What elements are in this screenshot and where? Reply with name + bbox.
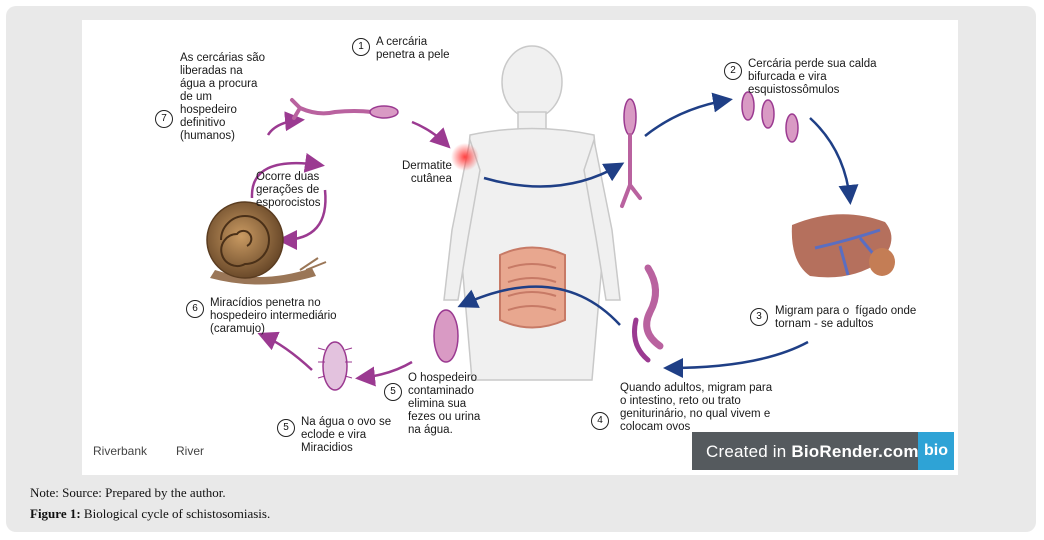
step-5a-text: O hospedeiro contaminado elimina sua fez… (408, 372, 481, 436)
egg-icon (433, 309, 459, 363)
arrow-to-schistosomula (644, 92, 733, 137)
arrow-to-excretion (457, 285, 621, 326)
biorender-logo: bio (918, 432, 954, 470)
skin-irritation-icon (451, 143, 479, 171)
caption-figure: Figure 1: Biological cycle of schistosom… (30, 506, 270, 522)
arrow-sporocyst-top (250, 152, 325, 199)
step-3-text: Migram para o fígado onde tornam - se ad… (775, 305, 917, 330)
arrow-penetration (483, 162, 625, 188)
figure-label: Figure 1: (30, 506, 81, 521)
cercaria-icon (290, 98, 374, 120)
sporocyst-label: Ocorre duas gerações de esporocistos (256, 171, 321, 209)
adult-worm-2-icon (632, 317, 651, 363)
step-5b-text: Na água o ovo se eclode e vira Miracidio… (301, 416, 392, 454)
cercaria-vertical-icon (620, 98, 642, 208)
step-3-number: 3 (750, 308, 768, 326)
figure-title: Biological cycle of schistosomiasis. (80, 506, 271, 521)
step-4-number: 4 (591, 412, 609, 430)
human-body (443, 45, 621, 381)
badge-text: Created in BioRender.com (706, 442, 919, 462)
biorender-badge: Created in BioRender.com bio (692, 432, 954, 470)
miracidium-icon (317, 341, 353, 391)
step-1-number: 1 (352, 38, 370, 56)
legend-river: River (176, 444, 205, 458)
snail-icon (206, 201, 327, 285)
adult-worm-icon (643, 264, 664, 350)
step-2-number: 2 (724, 62, 742, 80)
step-2-text: Cercária perde sua calda bifurcada e vir… (748, 58, 877, 96)
badge-created: Created in (706, 442, 792, 461)
step-5a-number: 5 (384, 383, 402, 401)
arrow-to-liver (809, 117, 859, 205)
cercaria-head-icon (369, 105, 399, 119)
step-7-number: 7 (155, 110, 173, 128)
arrow-miracidium-to-snail (257, 331, 313, 371)
step-5b-number: 5 (277, 419, 295, 437)
step-7-text: As cercárias são liberadas na água a pro… (180, 52, 266, 142)
step-6-text: Miracídios penetra no hospedeiro interme… (210, 297, 337, 335)
step-4-text: Quando adultos, migram para o intestino,… (620, 382, 773, 433)
arrow-to-adults (663, 340, 809, 378)
badge-brand: BioRender.com (791, 442, 919, 461)
dermatitis-label: Dermatite cutânea (402, 160, 452, 185)
arrow-snail-to-cercaria (266, 111, 305, 136)
step-6-number: 6 (186, 300, 204, 318)
caption-note: Note: Source: Prepared by the author. (30, 485, 226, 500)
liver-icon (791, 214, 895, 278)
arrow-cercaria-to-skin (411, 120, 451, 149)
step-1-text: A cercária penetra a pele (376, 36, 450, 61)
arrow-egg-to-water (355, 360, 413, 387)
legend-riverbank: Riverbank (93, 444, 148, 458)
arrow-sporocyst-bottom (277, 189, 327, 250)
schistosomula-icon (741, 91, 799, 143)
